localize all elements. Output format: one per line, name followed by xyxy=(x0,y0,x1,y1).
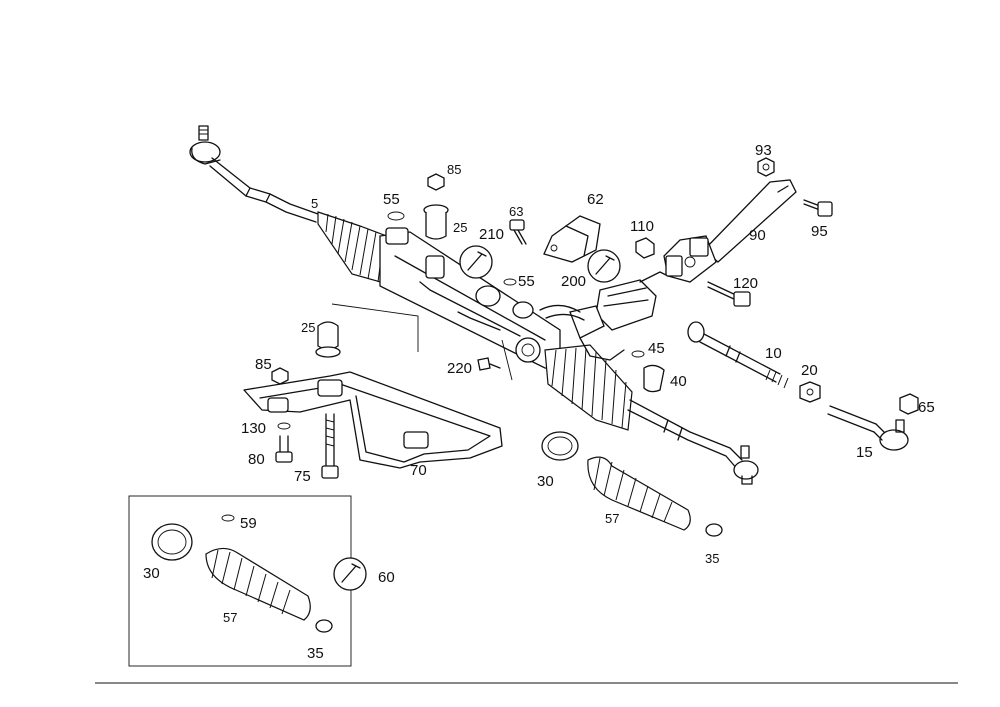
bushing-40 xyxy=(643,364,665,393)
right-rack-boot xyxy=(544,344,633,431)
bolt-80 xyxy=(275,435,293,463)
label-210: 210 xyxy=(479,226,504,243)
label-15: 15 xyxy=(856,444,873,461)
label-20: 20 xyxy=(801,362,818,379)
label-90: 90 xyxy=(749,227,766,244)
label-30: 30 xyxy=(143,565,160,582)
label-85: 85 xyxy=(255,356,272,373)
left-tie-rod-end xyxy=(189,125,319,223)
label-60: 60 xyxy=(378,569,395,586)
repair-kit-inset xyxy=(128,495,367,667)
label-40: 40 xyxy=(670,373,687,390)
mounting-frame xyxy=(243,371,503,469)
intermediate-shaft xyxy=(663,179,797,283)
label-55: 55 xyxy=(383,191,400,208)
bolt-75 xyxy=(321,413,339,479)
label-57: 57 xyxy=(605,511,619,526)
outer-tie-rod-end-15 xyxy=(827,405,909,451)
wrench-icon-200 xyxy=(587,249,621,283)
nut-85-upper xyxy=(427,173,445,191)
washer-45 xyxy=(631,350,645,358)
nut-110 xyxy=(635,237,655,259)
label-63: 63 xyxy=(509,204,523,219)
label-70: 70 xyxy=(410,462,427,479)
label-130: 130 xyxy=(241,420,266,437)
label-55: 55 xyxy=(518,273,535,290)
nut-20 xyxy=(799,381,821,403)
wrench-icon-210 xyxy=(459,245,493,279)
label-35: 35 xyxy=(705,551,719,566)
part-number-labels: 5 55 85 25 63 62 93 210 110 90 95 55 200… xyxy=(143,142,935,662)
nut-93 xyxy=(757,157,775,177)
label-75: 75 xyxy=(294,468,311,485)
valve-motor-unit xyxy=(569,271,669,361)
clamp-30-outer xyxy=(541,431,579,461)
label-35: 35 xyxy=(307,645,324,662)
label-120: 120 xyxy=(733,275,758,292)
bolt-63 xyxy=(509,219,527,245)
bushing-25-upper xyxy=(423,204,449,240)
inner-tie-rod-10 xyxy=(687,321,789,389)
label-45: 45 xyxy=(648,340,665,357)
label-25: 25 xyxy=(301,320,315,335)
label-110: 110 xyxy=(630,218,654,235)
right-rack-tie-rod xyxy=(627,399,759,485)
bracket-62 xyxy=(543,215,601,263)
bolt-220 xyxy=(477,339,513,381)
label-25: 25 xyxy=(453,220,467,235)
boot-57-outer xyxy=(587,456,691,531)
label-62: 62 xyxy=(587,191,604,208)
washer-55-upper xyxy=(387,211,405,221)
rack-housing xyxy=(379,227,561,371)
washer-55-lower xyxy=(503,278,517,286)
label-30: 30 xyxy=(537,473,554,490)
nut-85-lower xyxy=(271,367,289,385)
clip-35-outer xyxy=(705,523,723,537)
label-200: 200 xyxy=(561,273,586,290)
label-93: 93 xyxy=(755,142,772,159)
washer-130 xyxy=(277,422,291,430)
label-59: 59 xyxy=(240,515,257,532)
label-57: 57 xyxy=(223,610,237,625)
label-5: 5 xyxy=(311,196,318,211)
label-80: 80 xyxy=(248,451,265,468)
hydraulic-lines xyxy=(539,304,585,321)
label-65: 65 xyxy=(918,399,935,416)
label-95: 95 xyxy=(811,223,828,240)
label-10: 10 xyxy=(765,345,782,362)
bolt-95 xyxy=(803,199,833,217)
bushing-25-lower xyxy=(315,303,419,358)
nut-65 xyxy=(899,393,919,415)
label-220: 220 xyxy=(447,360,472,377)
bolt-120 xyxy=(707,281,751,307)
label-85: 85 xyxy=(447,162,461,177)
